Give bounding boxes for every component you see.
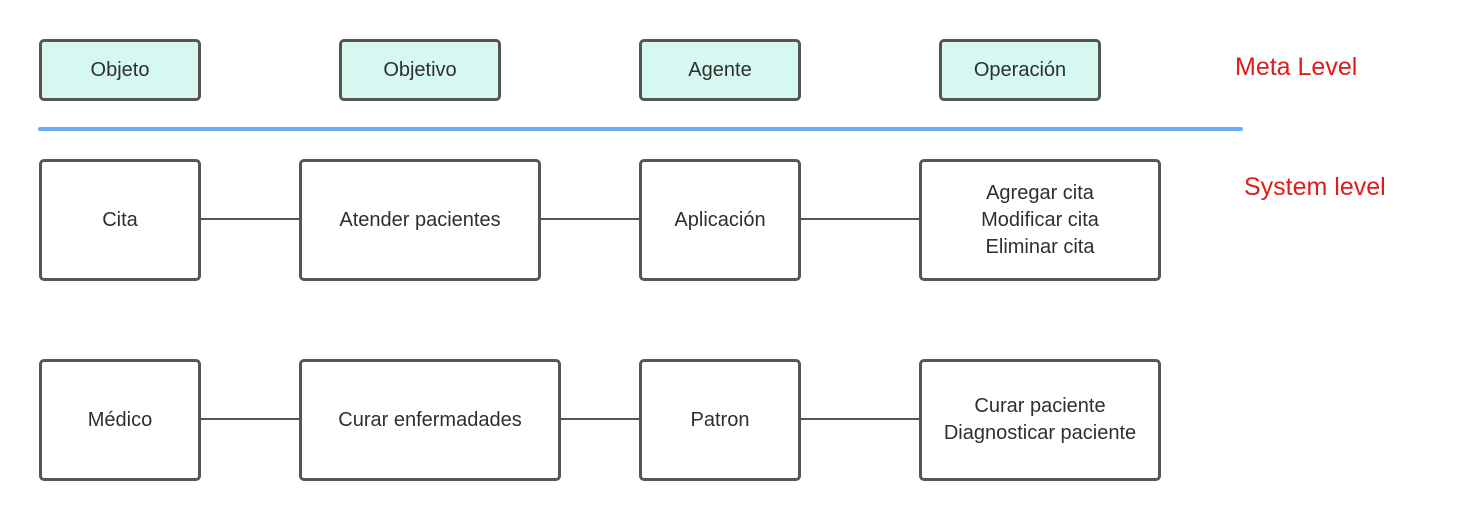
goal-label: Atender pacientes (339, 208, 501, 231)
object-label: Cita (102, 208, 138, 231)
operation-line: Diagnosticar paciente (943, 422, 1137, 444)
object-box-medico: Médico (39, 359, 201, 481)
goal-box-atender-pacientes: Atender pacientes (299, 159, 541, 281)
connector (800, 418, 921, 420)
operation-box-medico: Curar paciente Diagnosticar paciente (919, 359, 1161, 481)
operation-line: Agregar cita (986, 181, 1094, 204)
agent-label: Patron (690, 408, 750, 431)
meta-box-operacion: Operación (939, 39, 1101, 101)
meta-box-agente: Agente (639, 39, 801, 101)
connector (200, 218, 301, 220)
meta-box-label: Objetivo (383, 58, 457, 81)
agent-label: Aplicación (674, 208, 766, 231)
connector (560, 418, 641, 420)
goal-label: Curar enfermadades (338, 408, 522, 431)
agent-box-aplicacion: Aplicación (639, 159, 801, 281)
meta-box-objetivo: Objetivo (339, 39, 501, 101)
operation-box-cita: Agregar cita Modificar cita Eliminar cit… (919, 159, 1161, 281)
system-level-label: System level (1244, 173, 1386, 201)
operation-line: Eliminar cita (985, 235, 1095, 258)
meta-box-label: Objeto (90, 58, 150, 81)
connector (200, 418, 301, 420)
level-divider (38, 127, 1243, 131)
meta-level-label: Meta Level (1235, 53, 1358, 81)
meta-box-label: Agente (688, 58, 752, 81)
operation-line: Modificar cita (981, 208, 1099, 231)
operation-line: Curar paciente (974, 395, 1106, 417)
object-label: Médico (87, 408, 153, 431)
meta-box-objeto: Objeto (39, 39, 201, 101)
connector (540, 218, 641, 220)
meta-box-label: Operación (973, 58, 1067, 81)
object-box-cita: Cita (39, 159, 201, 281)
agent-box-patron: Patron (639, 359, 801, 481)
connector (800, 218, 921, 220)
goal-box-curar-enfermadades: Curar enfermadades (299, 359, 561, 481)
